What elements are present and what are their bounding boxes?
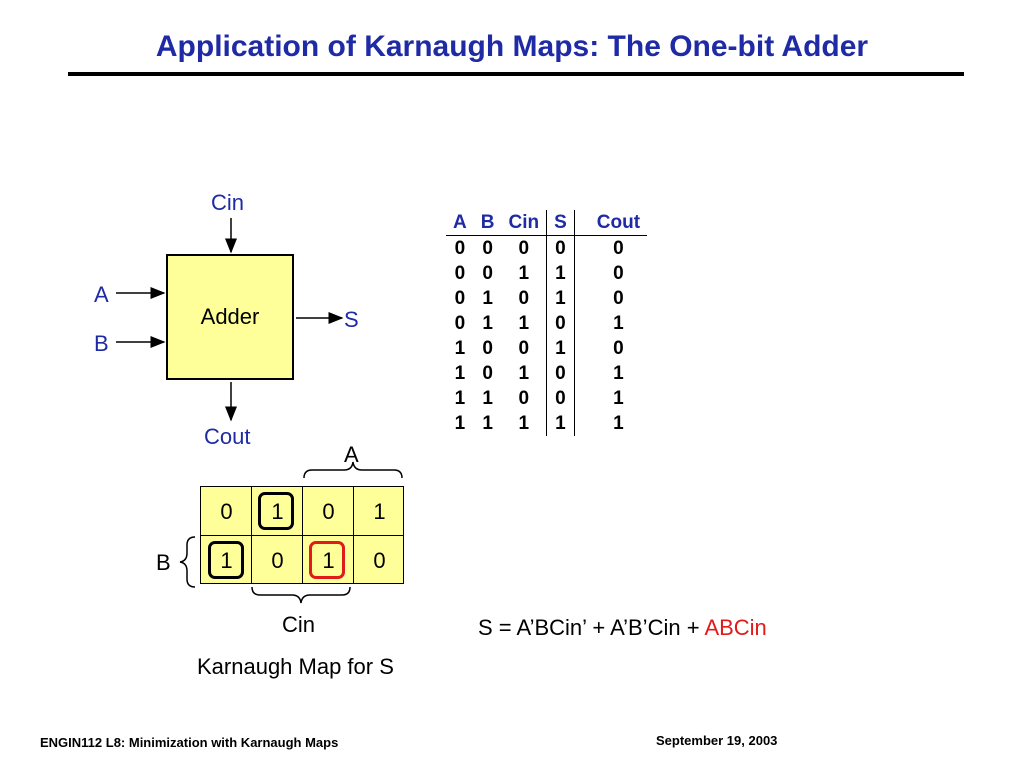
cell-a: 0: [454, 262, 466, 284]
header-cin: Cin: [501, 210, 548, 236]
table-row: 0 0 1 1 0: [446, 261, 647, 286]
b-brace: [179, 536, 196, 588]
cell-a: 1: [454, 337, 466, 359]
kmap-cell: 0: [271, 547, 284, 573]
cell-b: 1: [482, 287, 493, 309]
cell-b: 0: [482, 362, 493, 384]
cell-s: 0: [546, 386, 575, 411]
cell-cout: 0: [613, 262, 624, 284]
cell-cin: 1: [501, 361, 548, 386]
cell-s: 1: [546, 411, 575, 436]
cell-cin: 0: [501, 386, 548, 411]
cell-cout: 0: [613, 287, 624, 309]
cell-cout: 1: [613, 312, 624, 334]
cell-cout: 1: [613, 412, 624, 434]
karnaugh-map: 0 1 0 1 1 0 1 0: [200, 486, 404, 584]
adder-label: Adder: [200, 304, 260, 329]
kmap-cell: 0: [220, 498, 233, 524]
adder-block: Adder: [166, 254, 294, 380]
cell-b: 0: [482, 237, 493, 259]
kmap-loop: [208, 541, 244, 579]
table-row: 0 0 0 0 0: [446, 235, 647, 261]
cell-cin: 0: [501, 235, 548, 261]
cell-cout: 0: [613, 337, 624, 359]
cin-brace: [251, 586, 351, 604]
kmap-grid-line: [201, 535, 403, 536]
s-output-label: S: [344, 307, 359, 332]
kmap-cin-label: Cin: [282, 612, 316, 637]
cell-cin: 1: [501, 411, 548, 436]
kmap-cell: 0: [373, 547, 386, 573]
kmap-b-label: B: [156, 550, 171, 575]
table-row: 1 0 0 1 0: [446, 336, 647, 361]
cell-a: 1: [454, 412, 466, 434]
footer-course: ENGIN112 L8: Minimization with Karnaugh …: [40, 735, 339, 750]
cell-s: 0: [546, 311, 575, 336]
cell-b: 1: [482, 387, 493, 409]
table-row: 1 1 0 0 1: [446, 386, 647, 411]
kmap-cell: 1: [322, 547, 335, 573]
cell-s: 0: [546, 361, 575, 386]
cout-output-label: Cout: [204, 424, 251, 449]
header-a: A: [446, 210, 474, 236]
table-row: 1 1 1 1 1: [446, 411, 647, 436]
a-input-label: A: [94, 282, 109, 307]
header-s: S: [546, 210, 575, 236]
table-row: 0 1 0 1 0: [446, 286, 647, 311]
footer-date: September 19, 2003: [656, 733, 778, 748]
equation-highlight-term: ABCin: [704, 615, 767, 640]
cell-a: 1: [454, 387, 466, 409]
kmap-a-label: A: [344, 442, 359, 467]
equation-terms: S = A’BCin’ + A’B’Cin +: [478, 615, 705, 640]
table-row: 0 1 1 0 1: [446, 311, 647, 336]
cell-b: 0: [482, 262, 493, 284]
cell-cin: 0: [501, 336, 548, 361]
cell-cout: 1: [613, 362, 624, 384]
cin-input-label: Cin: [211, 190, 245, 215]
cell-s: 0: [546, 235, 575, 261]
cell-b: 1: [482, 312, 493, 334]
title-rule: [68, 72, 964, 76]
kmap-cell: 1: [220, 547, 233, 573]
cell-cin: 1: [501, 261, 548, 286]
kmap-caption: Karnaugh Map for S: [197, 654, 394, 679]
kmap-cell: 1: [271, 498, 284, 524]
kmap-loop: [258, 492, 294, 530]
cell-b: 0: [482, 337, 493, 359]
cell-a: 0: [454, 287, 466, 309]
sum-equation: S = A’BCin’ + A’B’Cin + ABCin: [478, 615, 767, 641]
cell-a: 1: [454, 362, 466, 384]
table-row: 1 0 1 0 1: [446, 361, 647, 386]
kmap-cell: 0: [322, 498, 335, 524]
cell-cout: 1: [613, 387, 624, 409]
truth-table: A B Cin S Cout 0 0 0 0 0 0 0 1 1 0 0 1 0…: [446, 210, 648, 436]
cell-a: 0: [454, 237, 466, 259]
cell-cin: 1: [501, 311, 548, 336]
cell-b: 1: [482, 412, 493, 434]
truth-table-header: A B Cin S Cout: [446, 210, 648, 236]
b-input-label: B: [94, 331, 109, 356]
cell-cin: 0: [501, 286, 548, 311]
cell-s: 1: [546, 336, 575, 361]
a-brace: [303, 461, 403, 479]
kmap-loop-highlight: [309, 541, 345, 579]
cell-s: 1: [546, 286, 575, 311]
slide-title: Application of Karnaugh Maps: The One-bi…: [155, 30, 869, 63]
cell-a: 0: [454, 312, 466, 334]
cell-cout: 0: [613, 237, 624, 259]
header-cout: Cout: [574, 210, 648, 236]
kmap-cell: 1: [373, 498, 386, 524]
header-b: B: [473, 210, 502, 236]
cell-s: 1: [546, 261, 575, 286]
